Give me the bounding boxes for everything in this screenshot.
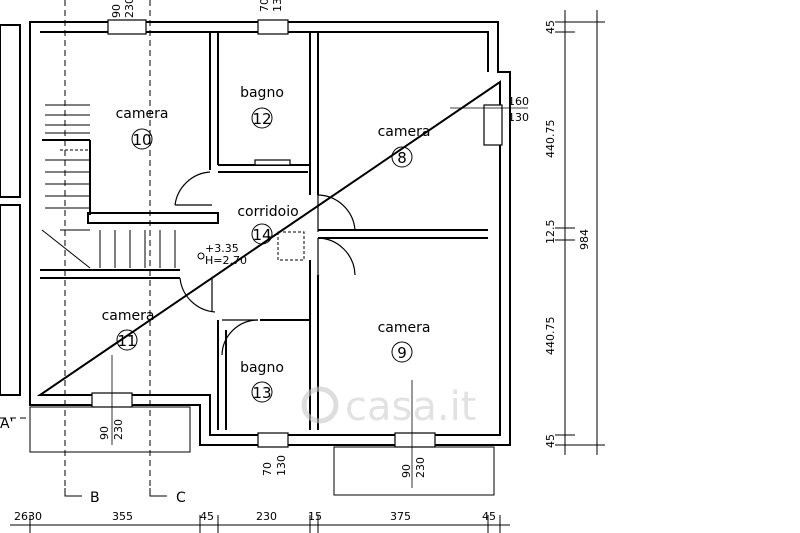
svg-text:C: C [176,490,186,506]
room-bagno-13: bagno 13 [240,360,284,403]
svg-text:90: 90 [110,4,123,18]
window-dims: 90 230 70 130 160 130 90 230 70 130 90 2… [98,0,529,488]
interior-walls [40,32,488,430]
right-dimension-chain [555,10,605,455]
svg-text:45: 45 [544,20,557,34]
svg-text:13: 13 [252,384,271,402]
adjacent-building [0,24,21,396]
svg-text:230: 230 [123,0,136,18]
watermark-logo: casa.it [301,384,476,430]
svg-text:90: 90 [98,426,111,440]
svg-text:camera: camera [378,320,431,336]
staircase [41,104,176,269]
svg-text:8: 8 [397,149,407,167]
svg-text:375: 375 [390,510,411,523]
svg-text:355: 355 [112,510,133,523]
room-corridoio-14: corridoio 14 [237,204,299,245]
svg-text:230: 230 [414,457,427,478]
svg-text:984: 984 [578,229,591,250]
section-markers: A' B C [0,416,186,506]
svg-text:10: 10 [132,131,151,149]
svg-text:B: B [90,490,100,506]
svg-text:70: 70 [261,462,274,476]
svg-text:A': A' [0,416,13,432]
svg-text:H=2.70: H=2.70 [205,254,247,267]
room-camera-10: camera 10 [116,106,169,150]
svg-text:camera: camera [116,106,169,122]
svg-text:bagno: bagno [240,360,284,376]
svg-text:70: 70 [258,0,271,12]
svg-text:+3.35: +3.35 [205,242,239,255]
room-camera-11: camera 11 [102,308,155,351]
outer-walls [29,21,511,446]
svg-text:camera: camera [378,124,431,140]
svg-text:45: 45 [200,510,214,523]
bottom-dimension-chain [10,515,510,533]
windows [91,19,503,448]
svg-text:440.75: 440.75 [544,120,557,159]
bottom-dimension-labels: 2630 355 45 230 15 375 45 [14,510,496,523]
svg-text:14: 14 [252,226,271,244]
svg-text:casa.it: casa.it [345,384,476,430]
balconies [29,406,495,496]
svg-text:45: 45 [544,434,557,448]
svg-text:9: 9 [397,344,407,362]
section-lines [0,0,151,488]
svg-text:bagno: bagno [240,85,284,101]
svg-text:130: 130 [508,111,529,124]
svg-text:2630: 2630 [14,510,42,523]
room-bagno-12: bagno 12 [240,85,284,129]
svg-text:440.75: 440.75 [544,317,557,356]
room-camera-9: camera 9 [378,320,431,363]
svg-text:130: 130 [275,455,288,476]
svg-text:camera: camera [102,308,155,324]
svg-text:45: 45 [482,510,496,523]
svg-text:130: 130 [271,0,284,12]
svg-text:corridoio: corridoio [237,204,298,220]
level-marker: +3.35 H=2.70 [197,242,247,267]
svg-text:230: 230 [256,510,277,523]
svg-text:12.5: 12.5 [544,220,557,245]
door-swings [174,171,356,356]
svg-text:160: 160 [508,95,529,108]
room-camera-8: camera 8 [378,124,431,168]
svg-text:230: 230 [112,419,125,440]
svg-text:15: 15 [308,510,322,523]
svg-text:11: 11 [117,332,136,350]
shaft-outline [277,231,305,261]
svg-text:12: 12 [252,110,271,128]
right-dimension-labels: 45 440.75 12.5 440.75 45 984 [544,20,591,448]
svg-text:90: 90 [400,464,413,478]
